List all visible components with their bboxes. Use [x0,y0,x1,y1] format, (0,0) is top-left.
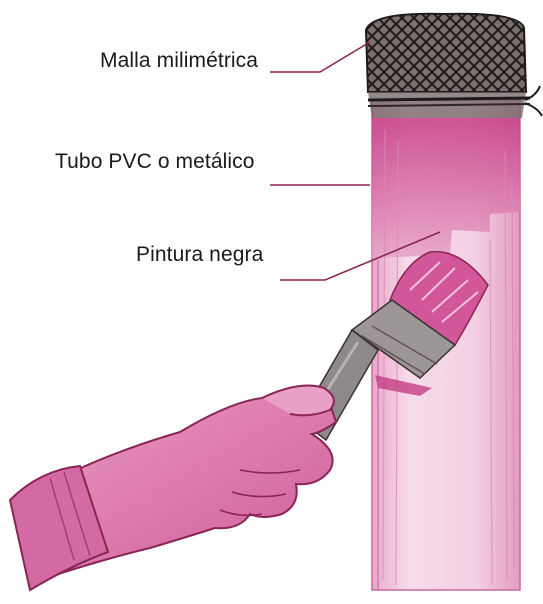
mesh [366,14,542,118]
label-tubo: Tubo PVC o metálico [55,150,255,174]
gloved-hand-icon [10,386,336,590]
label-pintura-negra: Pintura negra [136,243,263,267]
label-malla-milimetrica: Malla milimétrica [100,49,258,73]
